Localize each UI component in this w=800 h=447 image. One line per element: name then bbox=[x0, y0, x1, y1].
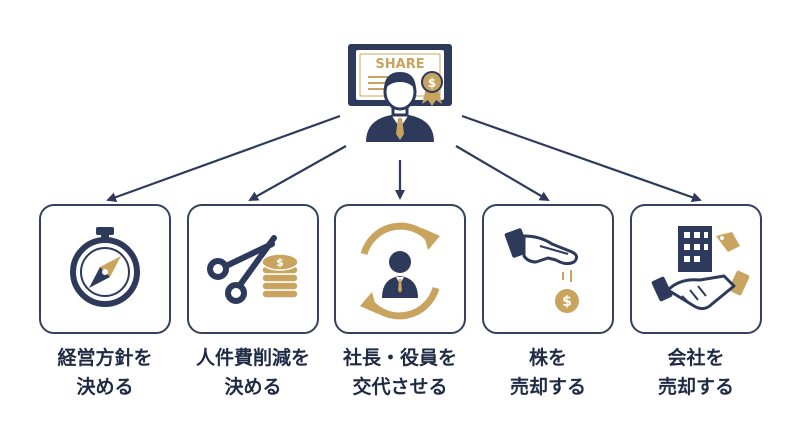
building-icon bbox=[678, 226, 712, 272]
action-label-4: 株を 売却する bbox=[473, 344, 623, 402]
action-label-3: 社長・役員を 交代させる bbox=[325, 344, 475, 402]
hand-dropping-coin-icon: $ bbox=[504, 228, 579, 313]
action-label-5-line2: 売却する bbox=[657, 376, 734, 398]
certificate-title: SHARE bbox=[375, 57, 424, 72]
action-box-4 bbox=[482, 204, 614, 334]
action-label-1: 経営方針を 決める bbox=[30, 344, 180, 402]
arrows bbox=[106, 114, 702, 203]
action-label-5: 会社を 売却する bbox=[621, 344, 771, 402]
action-label-3-line1: 社長・役員を bbox=[342, 347, 457, 369]
arrow-5 bbox=[461, 114, 702, 203]
action-label-4-line2: 売却する bbox=[509, 376, 586, 398]
falling-coin-symbol: $ bbox=[562, 294, 572, 310]
action-label-2-line1: 人件費削減を bbox=[195, 347, 310, 369]
action-label-1-line1: 経営方針を bbox=[57, 347, 153, 369]
scissors-icon bbox=[207, 235, 277, 304]
building-handshake-icon bbox=[651, 226, 750, 311]
executive-rotation-icon bbox=[360, 222, 440, 320]
action-label-4-line1: 株を bbox=[528, 347, 567, 369]
seal-symbol: $ bbox=[428, 76, 436, 90]
handshake-icon bbox=[651, 270, 750, 311]
arrow-1 bbox=[106, 114, 341, 202]
action-label-5-line1: 会社を bbox=[667, 347, 725, 369]
coin-stack-icon: $ bbox=[261, 253, 299, 299]
arrow-4 bbox=[455, 145, 550, 202]
businessman-icon bbox=[366, 72, 434, 142]
compass-icon bbox=[70, 227, 140, 307]
share-certificate-icon: SHARE $ bbox=[348, 44, 452, 106]
executive-person-icon bbox=[382, 251, 418, 298]
seal-ribbon-icon: $ bbox=[421, 71, 443, 106]
arrow-2 bbox=[248, 145, 347, 201]
action-label-2: 人件費削減を 決める bbox=[178, 344, 328, 402]
shareholder-figure: SHARE $ bbox=[348, 44, 452, 142]
scissors-coins-icon: $ bbox=[207, 235, 299, 304]
action-label-2-line2: 決める bbox=[224, 376, 282, 398]
price-tag-icon bbox=[716, 232, 740, 252]
coin-symbol: $ bbox=[276, 256, 284, 269]
action-label-1-line2: 決める bbox=[76, 376, 134, 398]
action-label-3-line2: 交代させる bbox=[352, 376, 448, 398]
